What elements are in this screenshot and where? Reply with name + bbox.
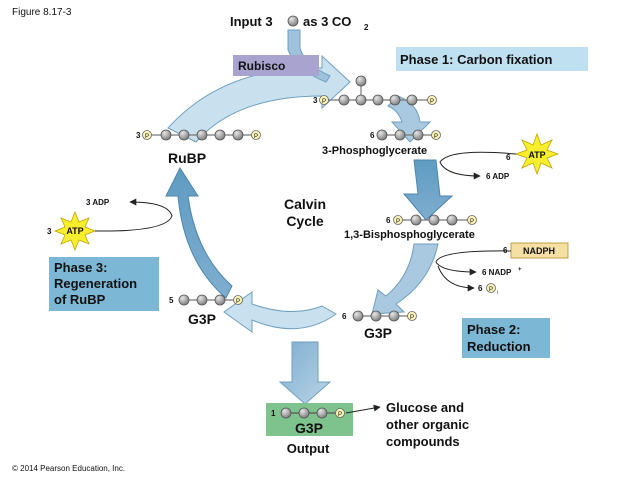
g3p-output-count: 1 [271, 409, 276, 418]
phosphate-icon [431, 130, 441, 140]
svg-text:P: P [322, 99, 326, 105]
phosphate-icon [393, 215, 403, 225]
copyright-text: © 2014 Pearson Education, Inc. [12, 464, 125, 473]
svg-text:P: P [410, 315, 414, 321]
phosphate-icon [319, 95, 329, 105]
phase3-line3: of RuBP [54, 292, 106, 307]
atp-phase3-label: ATP [66, 226, 83, 236]
phase1-label: Phase 1: Carbon fixation [400, 52, 552, 67]
phase3-box [49, 257, 159, 311]
nadph-label: NADPH [523, 246, 555, 256]
phosphate-icon [142, 130, 152, 140]
cycle-arrow-reduction-1 [402, 159, 454, 221]
svg-text:P: P [145, 134, 149, 140]
six-carbon-count: 3 [313, 96, 318, 105]
atp-star-icon [53, 210, 97, 252]
nadp-superscript: + [518, 267, 522, 273]
input-suffix: as 3 CO [303, 14, 351, 29]
phase3-line1: Phase 3: [54, 260, 107, 275]
rubisco-box [233, 55, 319, 76]
phase2-line1: Phase 2: [467, 322, 520, 337]
products-line1: Glucose and [386, 400, 464, 415]
adp-phase3-label: 3 ADP [86, 198, 110, 207]
atp-phase2-count: 6 [506, 153, 511, 162]
svg-text:P: P [430, 99, 434, 105]
atp-star-icon [514, 132, 560, 176]
svg-text:P: P [254, 134, 258, 140]
phosphate-icon [427, 95, 437, 105]
phosphate-icon [251, 130, 261, 140]
svg-text:P: P [489, 287, 493, 293]
products-line2: other organic [386, 417, 469, 432]
rubp-count: 3 [136, 131, 141, 140]
products-line3: compounds [386, 434, 460, 449]
nadp-label: 6 NADP [482, 268, 512, 277]
phosphate-icon [467, 215, 477, 225]
atp-phase3-count: 3 [47, 227, 52, 236]
phosphate-icon [233, 295, 243, 305]
adp-phase2-label: 6 ADP [486, 172, 510, 181]
cycle-arrow-reduction-2 [371, 243, 439, 315]
phase2-box [462, 318, 550, 358]
cycle-label-line1: Calvin [284, 196, 326, 212]
cycle-label-line2: Cycle [286, 213, 324, 229]
input-subscript: 2 [364, 23, 369, 32]
g3p-six-label: G3P [364, 325, 392, 341]
bpg-label: 1,3-Bisphosphoglycerate [344, 229, 475, 241]
cycle-arrow-regeneration [165, 166, 233, 299]
pi-count: 6 [478, 284, 483, 293]
svg-text:P: P [470, 219, 474, 225]
svg-text:P: P [396, 219, 400, 225]
output-label: Output [287, 441, 330, 456]
svg-text:P: P [236, 299, 240, 305]
g3p-six-count: 6 [342, 312, 347, 321]
g3p-five-count: 5 [169, 296, 174, 305]
atp-phase2-label: ATP [528, 150, 545, 160]
cycle-arrow-to-g3p-split [223, 291, 337, 333]
phase2-line2: Reduction [467, 339, 531, 354]
bpg-count: 6 [386, 216, 391, 225]
g3p-five-label: G3P [188, 311, 216, 327]
rubisco-label: Rubisco [238, 59, 285, 73]
phosphate-icon [407, 311, 417, 321]
figure-label: Figure 8.17-3 [12, 7, 72, 18]
rubp-label: RuBP [168, 150, 206, 166]
input-prefix: Input 3 [230, 14, 273, 29]
pga-count: 6 [370, 131, 375, 140]
phosphate-icon [335, 408, 345, 418]
svg-text:P: P [338, 412, 342, 418]
pi-subscript: i [497, 290, 498, 296]
phase1-box [396, 47, 588, 71]
phase3-line2: Regeneration [54, 276, 137, 291]
output-arrow [278, 341, 332, 405]
g3p-output-label: G3P [295, 420, 323, 436]
co2-carbon-atom [287, 15, 299, 27]
svg-text:P: P [434, 134, 438, 140]
cycle-arrow-carbon-fixation [167, 54, 351, 143]
phosphate-icon [486, 283, 496, 293]
pga-label: 3-Phosphoglycerate [322, 145, 427, 157]
